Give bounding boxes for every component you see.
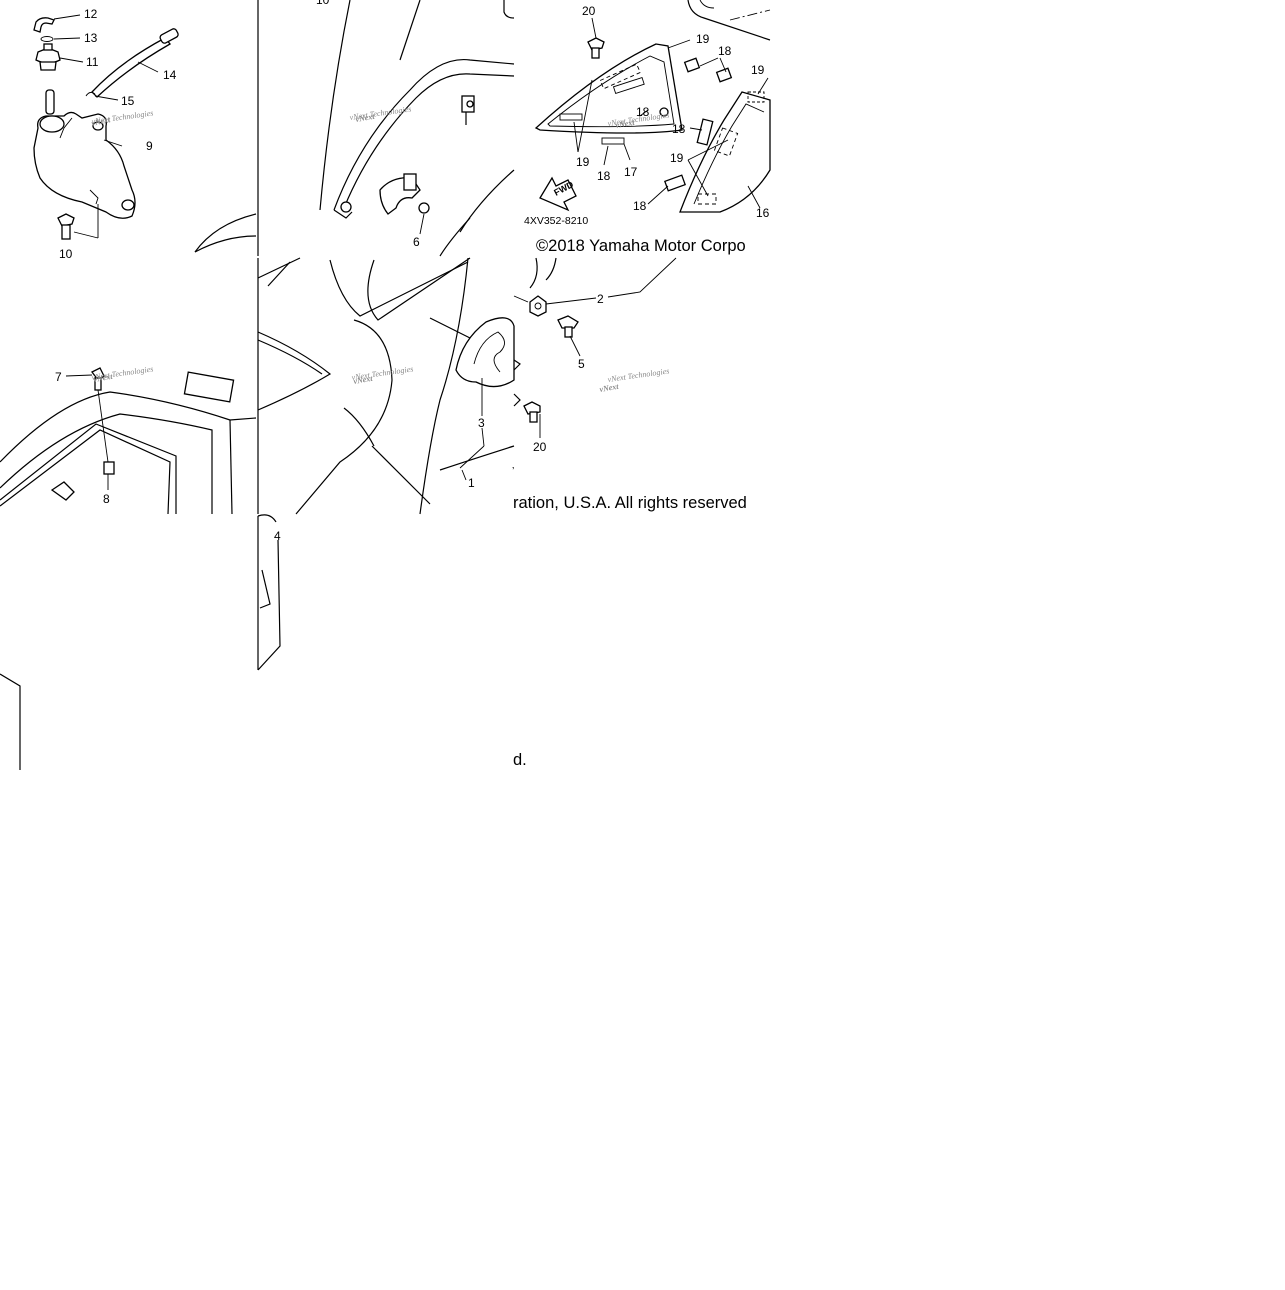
- callout-5: 5: [578, 357, 585, 371]
- callout-19-lower: 19: [670, 151, 684, 165]
- watermark-text: vNext Technologies: [351, 364, 414, 382]
- callout-18-fwd: 18: [633, 199, 647, 213]
- callout-7: 7: [55, 370, 62, 384]
- tank-9: [33, 111, 136, 219]
- nut-2: [529, 295, 547, 317]
- watermark-text: vNext Technologies: [349, 104, 412, 122]
- elbow-pipe-12: [33, 17, 55, 33]
- callout-20: 20: [582, 4, 596, 18]
- sticker-18: [683, 57, 701, 73]
- watermark-f: vNext vNext Technologies: [599, 366, 670, 394]
- copyright-line-3: d.: [513, 751, 527, 769]
- bolt-20-lower: [523, 401, 541, 415]
- tile-seat: vNext vNext Technologies: [0, 364, 257, 770]
- callout-17: 17: [624, 165, 638, 179]
- bolt-5: [557, 315, 579, 329]
- watermark-text: vNext Technologies: [91, 108, 154, 126]
- callout-12: 12: [84, 7, 98, 21]
- callout-18-bottom: 18: [597, 169, 611, 183]
- nut-8: [103, 461, 115, 475]
- side-cover-left: [534, 43, 683, 134]
- svg-text:vNext: vNext: [93, 372, 114, 384]
- callout-18-mid: 18: [672, 122, 686, 136]
- callout-19: 19: [696, 32, 710, 46]
- callout-6: 6: [413, 235, 420, 249]
- emblem-3: [455, 317, 515, 388]
- callout-10: 10: [59, 247, 73, 261]
- tile-side-covers: FWD 4XV352-8210 ©2018 Yamaha Motor Corpo…: [524, 0, 771, 255]
- callout-16: 16: [756, 206, 770, 220]
- callout-10-top: 10: [316, 0, 330, 7]
- hose-14: [91, 37, 171, 98]
- watermark-text: vNext Technologies: [91, 364, 154, 382]
- callout-numbers: 12 13 11 14 15 9 10 10 6 20 19 18 19 18 …: [55, 0, 770, 543]
- drawing-code: 4XV352-8210: [524, 215, 588, 227]
- svg-text:vNext: vNext: [615, 118, 636, 130]
- watermark-b: vNext vNext Technologies: [349, 104, 412, 124]
- side-cover-right: [679, 91, 771, 213]
- callout-11: 11: [86, 55, 99, 69]
- callout-3: 3: [478, 416, 485, 430]
- tile-reservoir: vNext vNext Technologies: [33, 14, 179, 240]
- clip-13: [40, 36, 54, 42]
- svg-text:vNext: vNext: [353, 374, 374, 386]
- watermark-text: vNext Technologies: [607, 366, 670, 384]
- callout-8: 8: [103, 492, 110, 506]
- callout-1: 1: [468, 476, 475, 490]
- callout-19-right: 19: [751, 63, 765, 77]
- callout-13: 13: [84, 31, 98, 45]
- callout-4: 4: [274, 529, 281, 543]
- copyright-line-1: ©2018 Yamaha Motor Corpo: [536, 237, 746, 255]
- bolt-7: [91, 367, 105, 381]
- svg-text:vNext: vNext: [91, 115, 112, 128]
- callout-18: 18: [718, 44, 732, 58]
- callout-18-center: 18: [636, 105, 650, 119]
- callout-15: 15: [121, 94, 135, 108]
- fwd-arrow: FWD: [539, 176, 577, 212]
- callout-9: 9: [146, 139, 153, 153]
- callout-2: 2: [597, 292, 604, 306]
- tile-body: vNext vNext Technologies: [257, 257, 515, 515]
- tile-frame: vNext vNext Technologies: [194, 0, 515, 257]
- svg-text:vNext: vNext: [599, 382, 620, 394]
- copyright-line-2: ration, U.S.A. All rights reserved: [513, 494, 747, 512]
- callout-20-lower: 20: [533, 440, 547, 454]
- callout-19-left: 19: [576, 155, 590, 169]
- tile-rear-panel: d.: [257, 514, 527, 769]
- bolt-20: [587, 37, 605, 51]
- tile-fasteners: ’ ration, U.S.A. All rights reserved vNe…: [512, 257, 747, 512]
- watermark-d: vNext vNext Technologies: [91, 364, 154, 384]
- svg-text:’: ’: [512, 465, 514, 477]
- watermark-a: vNext vNext Technologies: [91, 108, 154, 128]
- callout-14: 14: [163, 68, 177, 82]
- svg-text:vNext: vNext: [355, 112, 376, 124]
- bolt-10: [57, 213, 75, 227]
- watermark-e: vNext vNext Technologies: [351, 364, 414, 386]
